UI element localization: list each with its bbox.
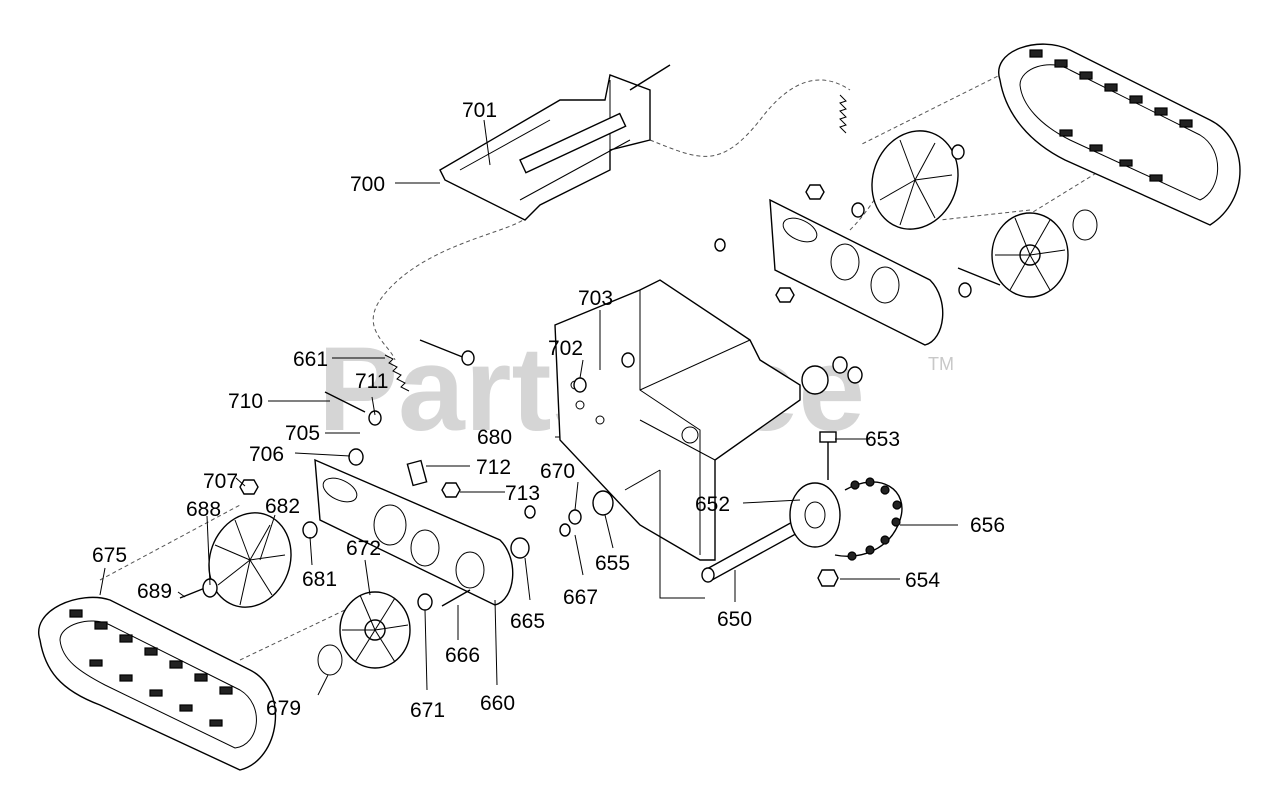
callout-667: 667 — [563, 586, 598, 609]
callout-653: 653 — [865, 428, 900, 451]
watermark-tm: TM — [928, 354, 954, 374]
callout-650: 650 — [717, 608, 752, 631]
callout-680: 680 — [477, 426, 512, 449]
callout-661: 661 — [293, 348, 328, 371]
right-sprocket — [991, 212, 1069, 298]
left-wheel — [208, 512, 292, 608]
assembly-dashed-lines — [99, 69, 1151, 661]
leader-lines — [99, 119, 958, 696]
spring-left — [384, 354, 410, 392]
callout-706: 706 — [249, 443, 284, 466]
callout-713: 713 — [505, 482, 540, 505]
right-side-plate — [769, 198, 944, 346]
drive-sprocket — [789, 482, 841, 548]
left-track — [38, 596, 277, 771]
callout-655: 655 — [595, 552, 630, 575]
callout-689: 689 — [137, 580, 172, 603]
callout-681: 681 — [302, 568, 337, 591]
callout-710: 710 — [228, 390, 263, 413]
callout-707: 707 — [203, 470, 238, 493]
callout-702: 702 — [548, 337, 583, 360]
right-wheel — [871, 130, 959, 230]
callout-666: 666 — [445, 644, 480, 667]
callout-671: 671 — [410, 699, 445, 722]
callout-665: 665 — [510, 610, 545, 633]
callout-701: 701 — [462, 99, 497, 122]
callout-660: 660 — [480, 692, 515, 715]
callout-679: 679 — [266, 697, 301, 720]
callout-652: 652 — [695, 493, 730, 516]
callout-672: 672 — [346, 537, 381, 560]
callout-703: 703 — [578, 287, 613, 310]
spring-right — [839, 94, 847, 134]
left-sprocket — [339, 591, 411, 669]
callout-670: 670 — [540, 460, 575, 483]
hardware — [179, 64, 1098, 676]
callout-654: 654 — [905, 569, 940, 592]
pivot-bracket — [439, 74, 651, 221]
callout-labels: 700 701 661 711 710 705 706 712 713 707 … — [92, 99, 1005, 722]
callout-688: 688 — [186, 498, 221, 521]
callout-656: 656 — [970, 514, 1005, 537]
callout-712: 712 — [476, 456, 511, 479]
drive-chain — [834, 477, 903, 561]
callout-700: 700 — [350, 173, 385, 196]
right-track — [998, 43, 1241, 226]
callout-675: 675 — [92, 544, 127, 567]
callout-705: 705 — [285, 422, 320, 445]
callout-682: 682 — [265, 495, 300, 518]
callout-711: 711 — [355, 370, 388, 393]
